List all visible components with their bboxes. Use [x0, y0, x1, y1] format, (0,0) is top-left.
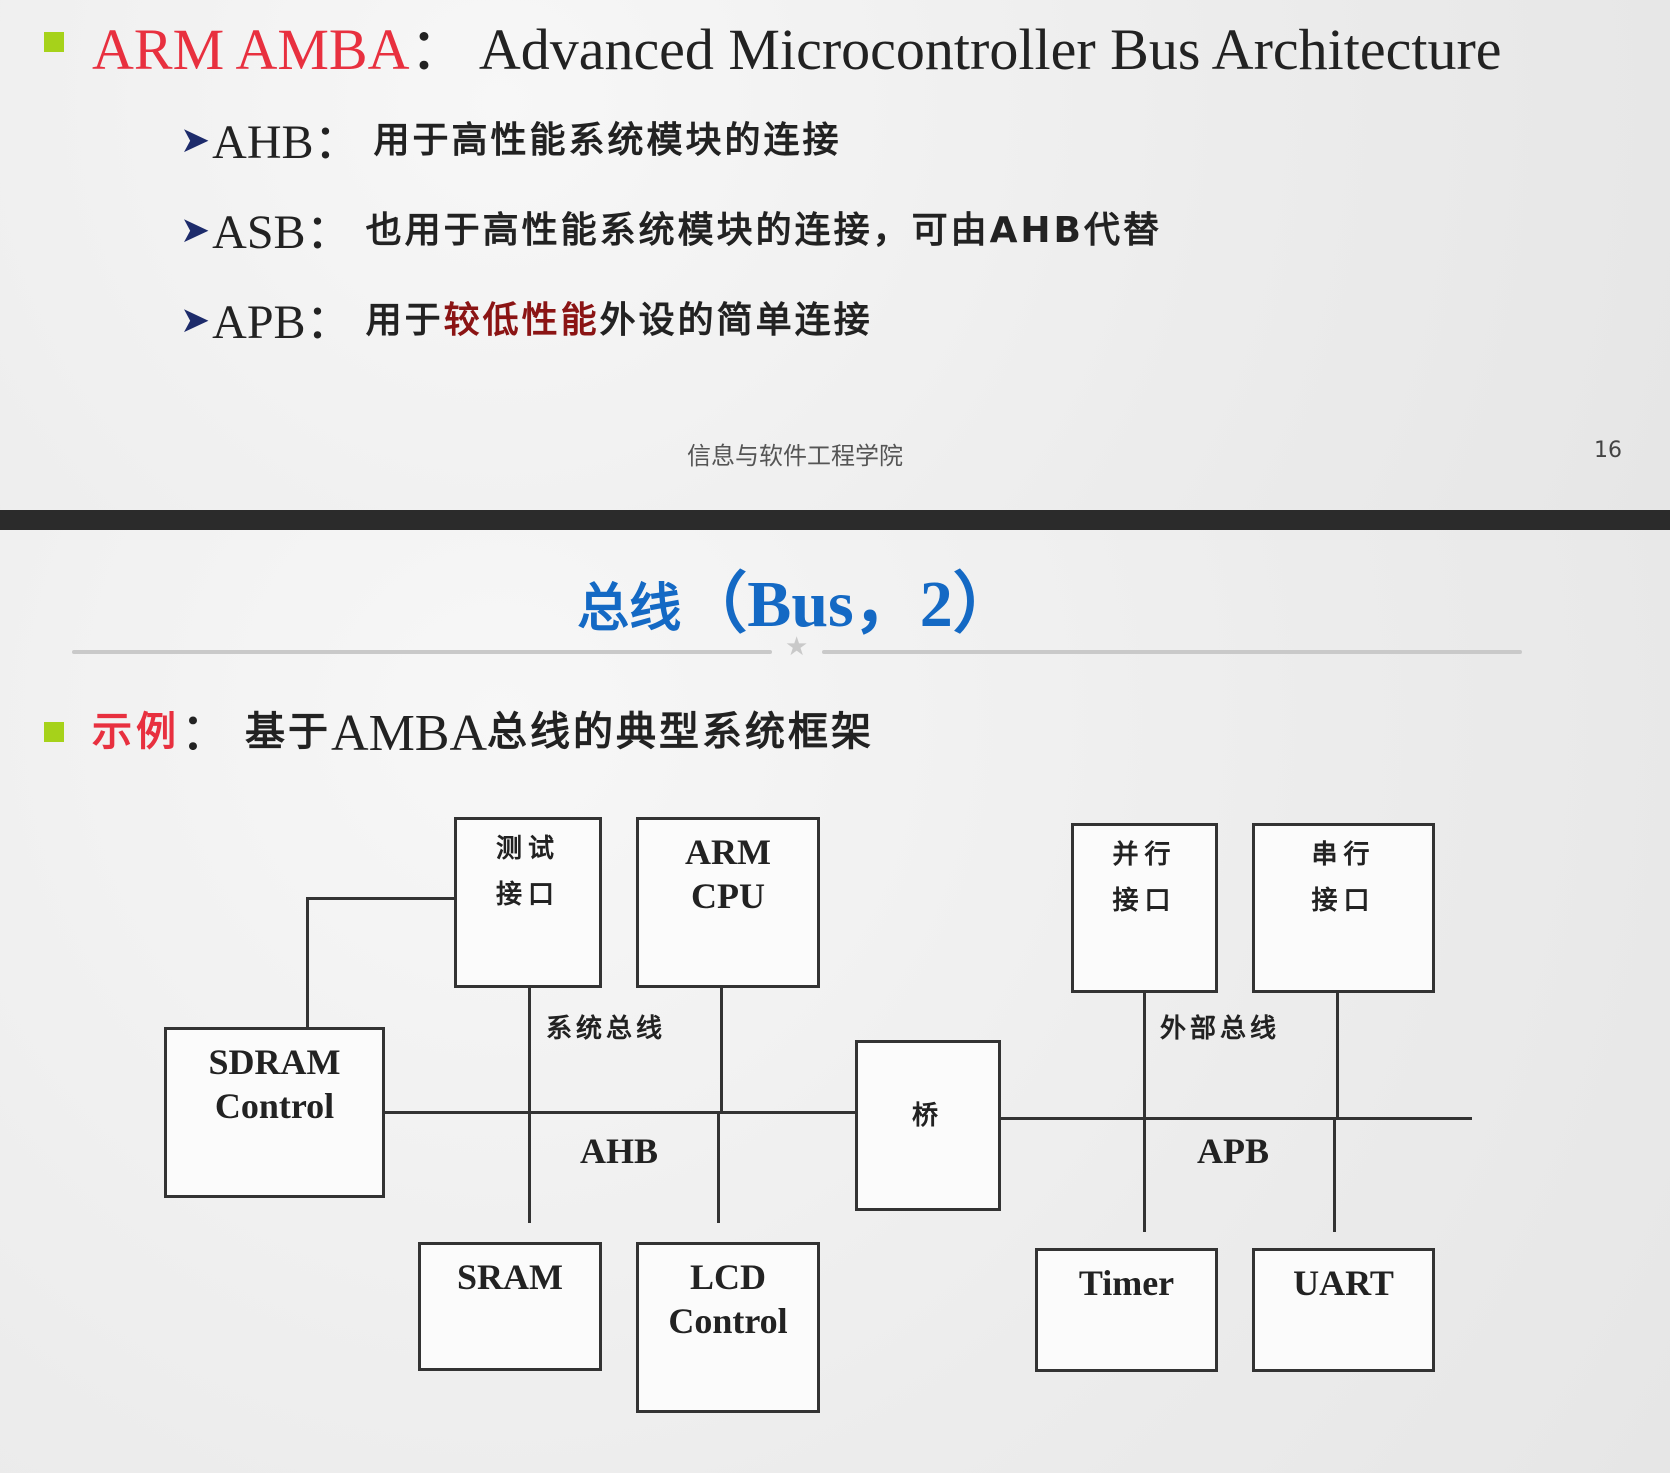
star-icon: ★: [785, 632, 809, 661]
example-label: 示例: [92, 709, 180, 755]
box-label: 接口: [1311, 886, 1376, 916]
item-ahb: ➤AHB： 用于高性能系统模块的连接: [180, 102, 842, 172]
item-text: 也用于高性能系统模块的连接，可由AHB代替: [365, 210, 1162, 251]
slide-title: 总线（Bus，2）: [0, 550, 1596, 646]
box-label: 接口: [495, 880, 560, 910]
title-cn: 总线: [577, 579, 682, 639]
bridge-box: 桥: [855, 1040, 1001, 1211]
item-term: APB：: [212, 296, 354, 349]
example-separator: ：: [180, 705, 233, 762]
parallel-interface-box: 并行 接口: [1071, 823, 1218, 993]
apb-label: APB: [1197, 1131, 1269, 1171]
ahb-label: AHB: [580, 1131, 659, 1171]
box-label: SDRAM: [208, 1042, 341, 1082]
example-text-cn1: 基于: [245, 709, 332, 755]
serial-if-drop: [1336, 990, 1339, 1119]
sdram-control-box: SDRAM Control: [164, 1027, 385, 1198]
title-rule-right: [822, 650, 1522, 654]
sram-riser: [528, 1111, 531, 1223]
arrow-icon: ➤: [180, 210, 211, 250]
test-if-drop: [528, 985, 531, 1113]
arm-amba-heading: ARM AMBA： Advanced Microcontroller Bus A…: [92, 2, 1502, 86]
arrow-icon: ➤: [180, 120, 211, 160]
item-text: 用于较低性能外设的简单连接: [366, 300, 873, 341]
box-label: 桥: [911, 1101, 944, 1131]
box-label: 接口: [1112, 886, 1177, 916]
external-bus-label: 外部总线: [1160, 1014, 1281, 1044]
example-line: 示例： 基于AMBA总线的典型系统框架: [92, 690, 874, 765]
box-label: ARM: [685, 832, 771, 872]
heading-prefix: ARM AMBA: [92, 17, 410, 82]
arm-cpu-box: ARM CPU: [636, 817, 820, 988]
item-term: ASB：: [212, 206, 354, 259]
uart-box: UART: [1252, 1248, 1435, 1372]
system-bus-label: 系统总线: [546, 1014, 667, 1044]
arrow-icon: ➤: [180, 300, 211, 340]
lcd-control-box: LCD Control: [636, 1242, 820, 1413]
bullet-icon: [44, 32, 64, 52]
item-asb: ➤ASB： 也用于高性能系统模块的连接，可由AHB代替: [180, 192, 1162, 262]
bullet-icon: [44, 722, 64, 742]
apb-bus-line: [998, 1117, 1472, 1120]
box-label: Control: [214, 1086, 335, 1126]
box-label: UART: [1293, 1263, 1394, 1303]
box-label: 测试: [495, 834, 560, 864]
heading-separator: ：: [409, 17, 468, 82]
box-label: Control: [668, 1301, 788, 1341]
timer-riser: [1143, 1117, 1146, 1232]
slide-top: ARM AMBA： Advanced Microcontroller Bus A…: [0, 0, 1670, 510]
item-text-before: 用于: [365, 300, 444, 341]
slide-divider: [0, 510, 1670, 530]
test-interface-box: 测试 接口: [454, 817, 602, 988]
sdram-to-test-wire-h: [306, 897, 456, 900]
example-text-en: AMBA: [331, 705, 488, 762]
title-rule-left: [72, 650, 772, 654]
box-label: LCD: [689, 1257, 766, 1297]
serial-interface-box: 串行 接口: [1252, 823, 1435, 993]
example-text-cn2: 总线的典型系统框架: [487, 709, 875, 755]
heading-text: Advanced Microcontroller Bus Architectur…: [478, 17, 1502, 82]
title-en: （Bus，2）: [681, 568, 1019, 641]
parallel-if-drop: [1143, 990, 1146, 1119]
sdram-to-test-wire-v: [306, 897, 309, 1027]
box-label: SRAM: [457, 1257, 563, 1297]
footer-institution: 信息与软件工程学院: [687, 442, 903, 470]
cpu-drop: [720, 985, 723, 1113]
timer-box: Timer: [1035, 1248, 1218, 1372]
ahb-bus-line-left: [383, 1111, 857, 1114]
page-number: 16: [1594, 438, 1622, 463]
item-term: AHB：: [212, 116, 362, 169]
box-label: Timer: [1078, 1263, 1175, 1303]
box-label: 并行: [1112, 840, 1177, 870]
slide-bottom: 总线（Bus，2） ★ 示例： 基于AMBA总线的典型系统框架 测试 接口 AR…: [0, 530, 1670, 1473]
box-label: CPU: [691, 876, 765, 916]
item-highlight: 较低性能: [443, 300, 600, 341]
lcd-riser: [717, 1111, 720, 1223]
item-text: 用于高性能系统模块的连接: [373, 120, 842, 161]
sram-box: SRAM: [418, 1242, 602, 1371]
item-apb: ➤APB： 用于较低性能外设的简单连接: [180, 282, 873, 352]
item-text-after: 外设的简单连接: [599, 300, 873, 341]
box-label: 串行: [1311, 840, 1376, 870]
uart-riser: [1333, 1117, 1336, 1232]
